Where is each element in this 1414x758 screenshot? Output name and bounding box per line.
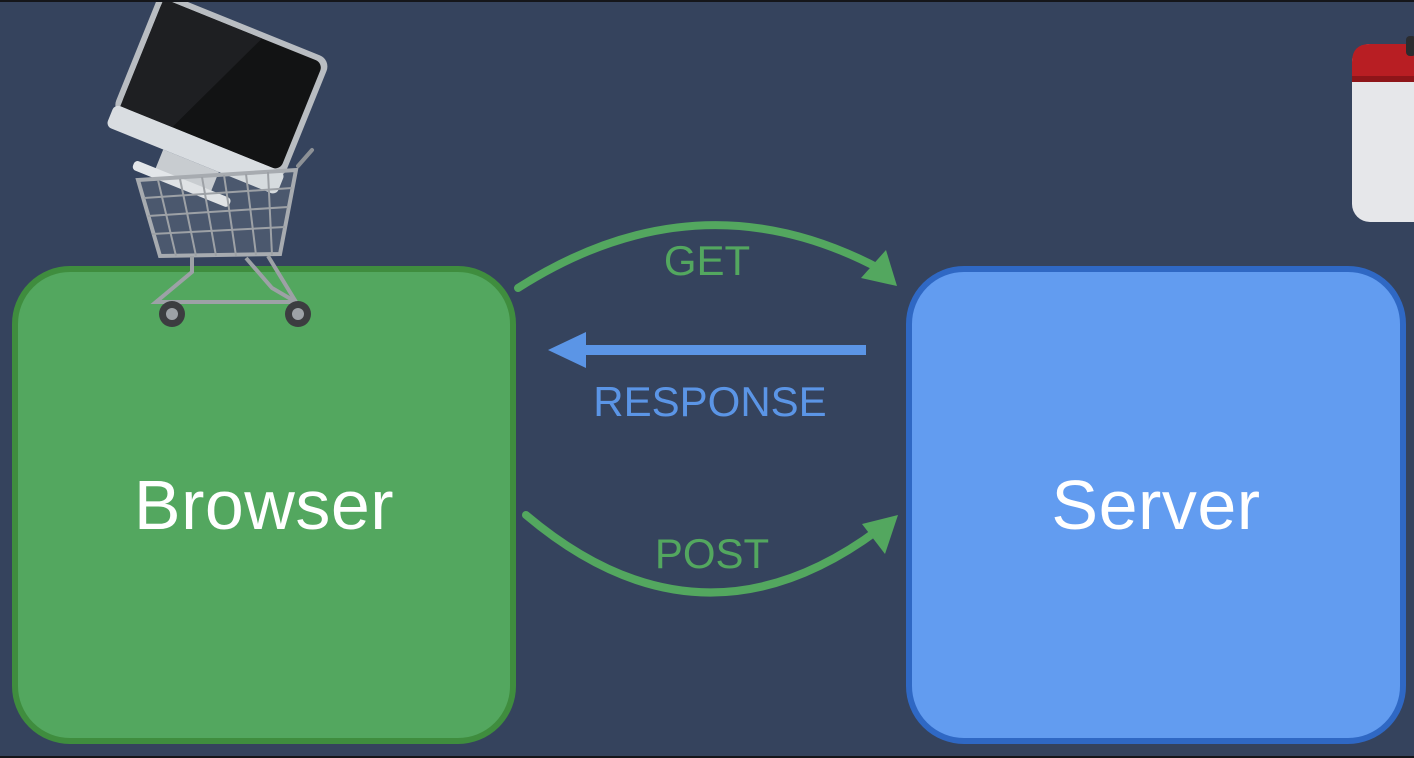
calendar-icon [1352,36,1414,222]
post-arrow [522,511,882,597]
server-node: Server [906,266,1406,744]
response-label: RESPONSE [593,378,827,425]
response-arrowhead-icon [548,332,586,368]
get-label: GET [663,237,751,284]
get-arrow [514,221,886,292]
browser-node: Browser [12,266,516,744]
post-arrowhead-icon [862,515,898,554]
server-label: Server [1051,466,1261,544]
shopping-cart-with-computer-icon [107,2,328,327]
browser-label: Browser [133,466,395,544]
get-arrowhead-icon [861,250,897,286]
post-label: POST [654,530,770,577]
